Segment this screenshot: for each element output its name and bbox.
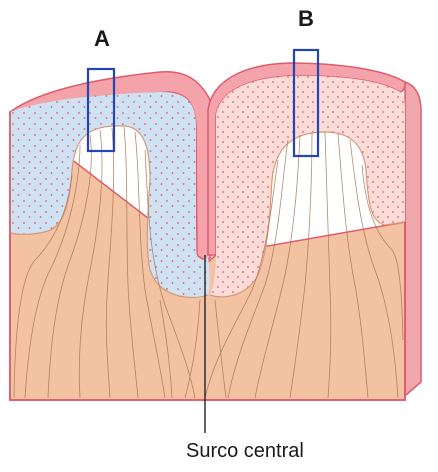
block-side-face <box>405 82 421 396</box>
label-central-sulcus: Surco central <box>186 440 304 463</box>
label-region-b: B <box>298 6 314 32</box>
label-region-a: A <box>94 26 110 52</box>
